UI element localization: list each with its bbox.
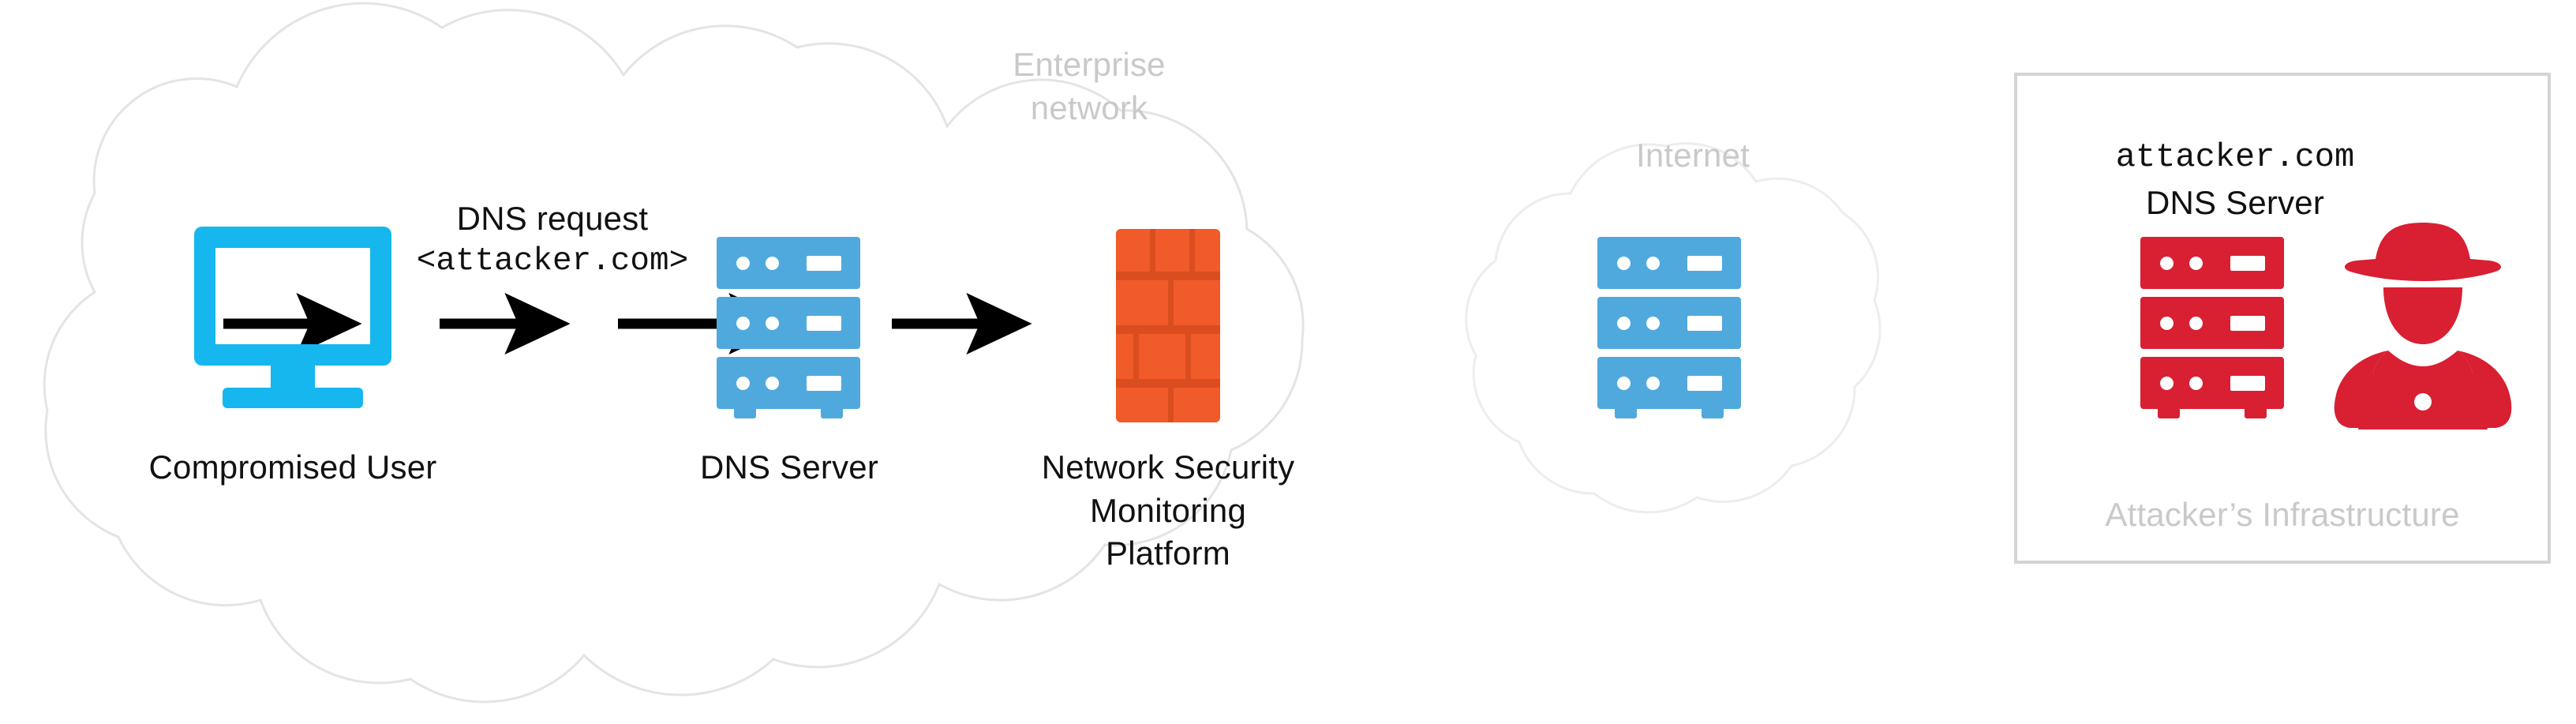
- attacker-domain-label: attacker.com: [2115, 138, 2355, 176]
- internet-zone-label: Internet: [1635, 137, 1750, 174]
- server-stack-icon: [2140, 237, 2284, 418]
- nsm-platform-label: Network Security Monitoring Platform: [1041, 448, 1295, 572]
- compromised-user-label: Compromised User: [148, 448, 437, 486]
- dns-request-annotation-line2: <attacker.com>: [416, 243, 689, 279]
- dns-request-annotation-line1: DNS request: [456, 200, 649, 237]
- internal-dns-server-label: DNS Server: [699, 448, 879, 486]
- brick-wall-firewall-icon: [1116, 229, 1220, 422]
- hacker-with-laptop-icon: [2334, 223, 2512, 430]
- attacker-dns-server-label: DNS Server: [2145, 184, 2325, 221]
- attacker-infrastructure-label: Attacker’s Infrastructure: [2105, 496, 2460, 533]
- server-stack-icon: [717, 237, 860, 418]
- server-stack-icon: [1597, 237, 1741, 418]
- desktop-monitor-icon: [194, 227, 391, 408]
- enterprise-network-zone-label: Enterprise network: [1013, 46, 1166, 126]
